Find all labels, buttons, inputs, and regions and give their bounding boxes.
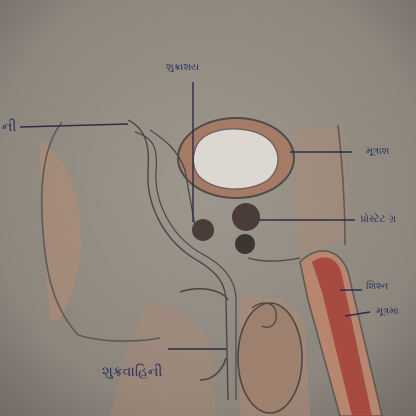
prostate-lobe-bottom [235, 234, 255, 254]
urethra-tube [247, 257, 301, 262]
right-shading [290, 125, 350, 255]
body-outline-lower [77, 334, 161, 342]
ureter-tube [149, 129, 197, 233]
label-urinary-bladder: મૂત્રાશ [366, 146, 390, 157]
seminal-vesicle-lobe [192, 219, 214, 241]
pelvic-shading-lower [110, 300, 215, 416]
label-penis: શિશ્ન [366, 281, 389, 292]
erectile-tissue [312, 257, 372, 416]
label-left-edge: ની [2, 119, 17, 135]
prostate-lobe-top [232, 203, 260, 231]
body-outline-right [337, 124, 346, 246]
body-outline-left [40, 121, 79, 336]
bladder-lumen [192, 128, 279, 190]
curve-bottom-left [199, 357, 227, 381]
label-urethra: મૂત્રમા [376, 306, 399, 317]
label-prostate-gland: પ્રોસ્ટેટ ગ્ર [360, 214, 397, 225]
vas-deferens-tube-inner [134, 131, 237, 400]
epididymis [251, 302, 277, 328]
label-vas-deferens: શુક્રવાહિની [102, 364, 163, 380]
leader-urethra [344, 311, 371, 317]
label-seminal-vesicle: શુક્રાશય [166, 62, 200, 73]
vas-deferens-tube [127, 119, 229, 401]
testis [237, 302, 303, 414]
pelvic-shading-left [40, 140, 81, 320]
leader-left-edge [19, 123, 129, 128]
